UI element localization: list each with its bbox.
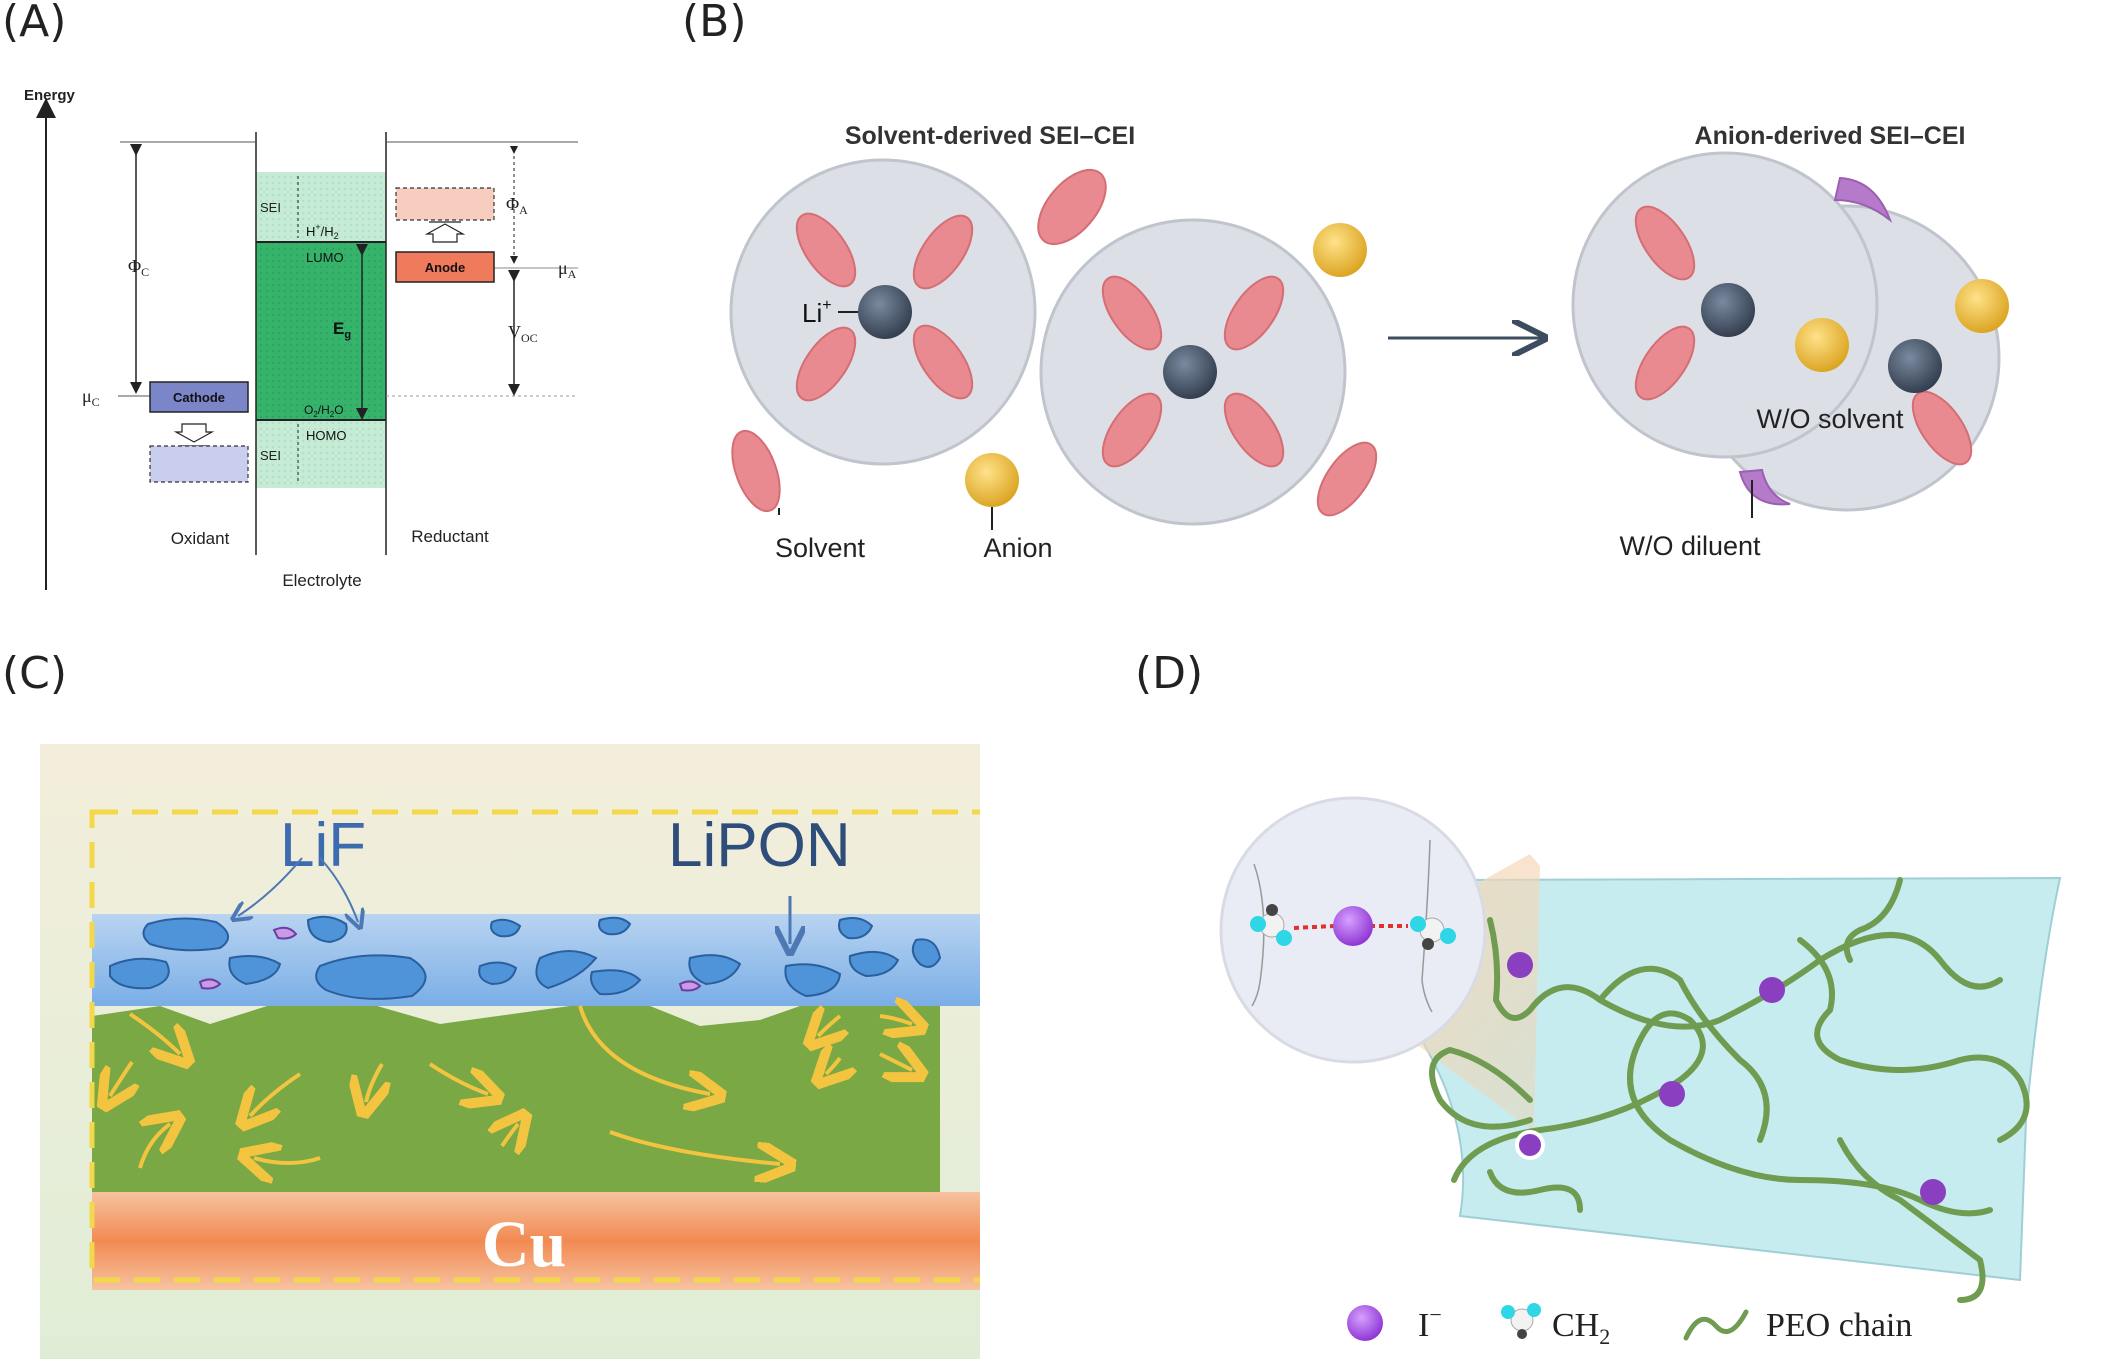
anion [965,453,1019,507]
panel-b-label: (B) [682,0,747,47]
svg-text:SEI: SEI [260,448,281,463]
solvent-molecule [731,429,781,513]
wo-solvent-label: W/O solvent [1756,404,1904,434]
iodide-ion [1920,1179,1946,1205]
cathode-label: Cathode [173,390,225,405]
iodide-ion [1507,952,1533,978]
solvent-molecule [1911,390,1973,466]
panel-d-label: (D) [1135,648,1204,699]
iodide-ion [1659,1081,1685,1107]
li-ion [858,285,912,339]
svg-text:LUMO: LUMO [306,250,344,265]
solvent-label: Solvent [775,533,866,563]
panel-c-interface-diagram: Cu [40,744,980,1359]
solvent-molecule [1037,168,1107,246]
lipon-label: LiPON [668,811,851,880]
svg-text:HOMO: HOMO [306,428,346,443]
lif-label: LiF [280,811,366,880]
svg-text:ΦC: ΦC [128,256,149,279]
anode-dashed-box [395,187,495,221]
panel-b-solvation-diagram: Solvent-derived SEI–CEI Anion-derived SE… [729,122,2009,563]
legend-ch2-icon [1501,1303,1541,1339]
diluent-molecule [1738,468,1791,506]
anode-label: Anode [425,260,465,275]
solvent-molecule [795,326,857,402]
iodide-ion [1333,906,1373,946]
sei-band-top [256,172,386,242]
panel-d-peo-diagram: I− CH2 PEO chain [1219,796,2062,1349]
ch2-group-left [1250,904,1292,946]
anion-label: Anion [983,533,1052,563]
wo-diluent-label: W/O diluent [1619,531,1761,561]
dashed-region [89,809,980,1283]
legend-iodide-icon [1347,1305,1383,1341]
legend-peo-icon [1683,1309,1749,1341]
solvent-molecule [1316,441,1378,517]
svg-text:Li+: Li+ [802,297,832,328]
svg-text:Reductant: Reductant [411,527,489,546]
sei-band-bottom [256,420,386,488]
svg-text:CH2: CH2 [1552,1307,1610,1349]
anion [1795,318,1849,372]
panel-a-label: (A) [2,0,67,47]
svg-text:I−: I− [1418,1302,1442,1344]
energy-label: Energy [24,87,76,104]
anode-box [395,251,495,283]
svg-text:Oxidant: Oxidant [171,529,230,548]
svg-text:ΦA: ΦA [506,194,528,217]
cu-label: Cu [482,1208,566,1281]
panel-a-energy-diagram: Energy ΦC μC Cathode SEI SEI H+/H2 LUMO … [24,87,578,590]
legend-peo-label: PEO chain [1766,1307,1912,1344]
anion [1313,223,1367,277]
iodide-ion [1515,1130,1545,1160]
solvent-derived-title: Solvent-derived SEI–CEI [845,122,1135,150]
svg-text:O2/H2O: O2/H2O [304,403,344,419]
li-ion [1701,283,1755,337]
diluent-molecule [1833,176,1893,224]
svg-text:μA: μA [558,258,577,281]
solvent-molecule [1634,205,1696,281]
anion [1955,279,2009,333]
solvent-molecule [1101,275,1163,351]
svg-text:Electrolyte: Electrolyte [282,571,361,590]
solvent-molecule [1101,392,1163,468]
panel-c-label: (C) [2,648,68,699]
svg-text:VOC: VOC [508,322,538,345]
electrolyte-band [256,242,386,420]
svg-text:Eg: Eg [333,319,351,341]
li-ion [1163,345,1217,399]
li-ion [1888,339,1942,393]
svg-text:μC: μC [82,386,100,409]
green-layer [92,1002,940,1192]
solvent-molecule [912,324,974,400]
svg-text:SEI: SEI [260,200,281,215]
solvent-molecule [795,212,857,288]
iodide-ion [1759,977,1785,1003]
solvent-molecule [1223,392,1285,468]
cu-layer [92,1192,980,1290]
cathode-box [149,381,249,413]
ch2-group-right [1410,916,1456,950]
anion-derived-title: Anion-derived SEI–CEI [1695,122,1966,150]
cathode-dashed-box [149,445,249,483]
solvent-molecule [1223,275,1285,351]
solvent-molecule [1634,325,1696,401]
solvent-molecule [912,214,974,290]
svg-text:H+/H2: H+/H2 [306,222,339,241]
